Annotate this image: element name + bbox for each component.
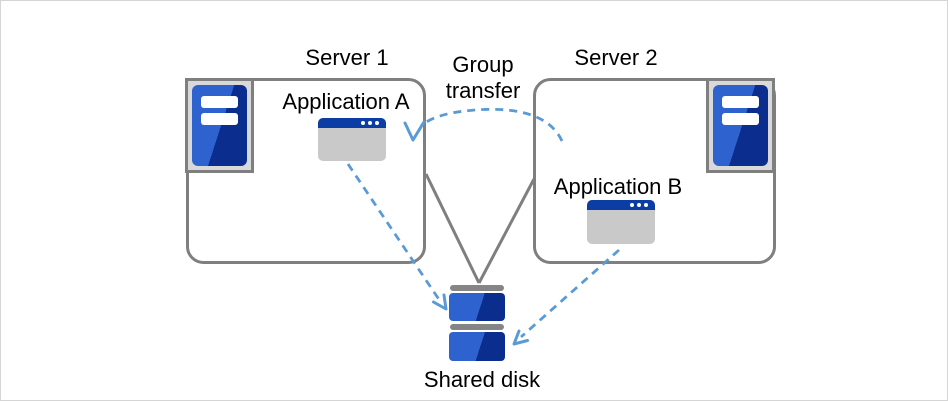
application-b-window-icon (587, 200, 655, 244)
group-transfer-arrowhead-icon (403, 120, 426, 142)
server-slot (722, 113, 759, 125)
window-titlebar (587, 200, 655, 210)
server2-label: Server 2 (574, 45, 658, 70)
application-b-label: Application B (553, 174, 683, 199)
group-transfer-arrow (420, 107, 564, 142)
server-slot (201, 113, 238, 125)
server2-tower-icon (706, 78, 775, 173)
server-tower-body (713, 85, 768, 166)
window-dots-icon (361, 121, 379, 125)
server1-tower-icon (185, 78, 254, 173)
disk-cap (450, 324, 504, 330)
window-dots-icon (630, 203, 648, 207)
disk-cap (450, 285, 504, 291)
server1-label: Server 1 (305, 45, 389, 70)
server-slot (201, 96, 238, 108)
server2-disk-link (477, 178, 536, 284)
app-b-arrowhead-icon (512, 329, 529, 346)
shared-disk-icon (449, 285, 505, 361)
app-b-to-disk-arrow (520, 248, 620, 339)
disk-platter (449, 293, 505, 321)
server-tower-body (192, 85, 247, 166)
application-a-window-icon (318, 118, 386, 161)
server-slot (722, 96, 759, 108)
group-transfer-label: Group transfer (445, 52, 521, 103)
server1-disk-link (424, 173, 481, 284)
application-a-label: Application A (282, 89, 410, 114)
app-a-arrowhead-icon (432, 293, 448, 311)
disk-platter (449, 332, 505, 361)
shared-disk-label: Shared disk (423, 367, 541, 392)
window-titlebar (318, 118, 386, 128)
